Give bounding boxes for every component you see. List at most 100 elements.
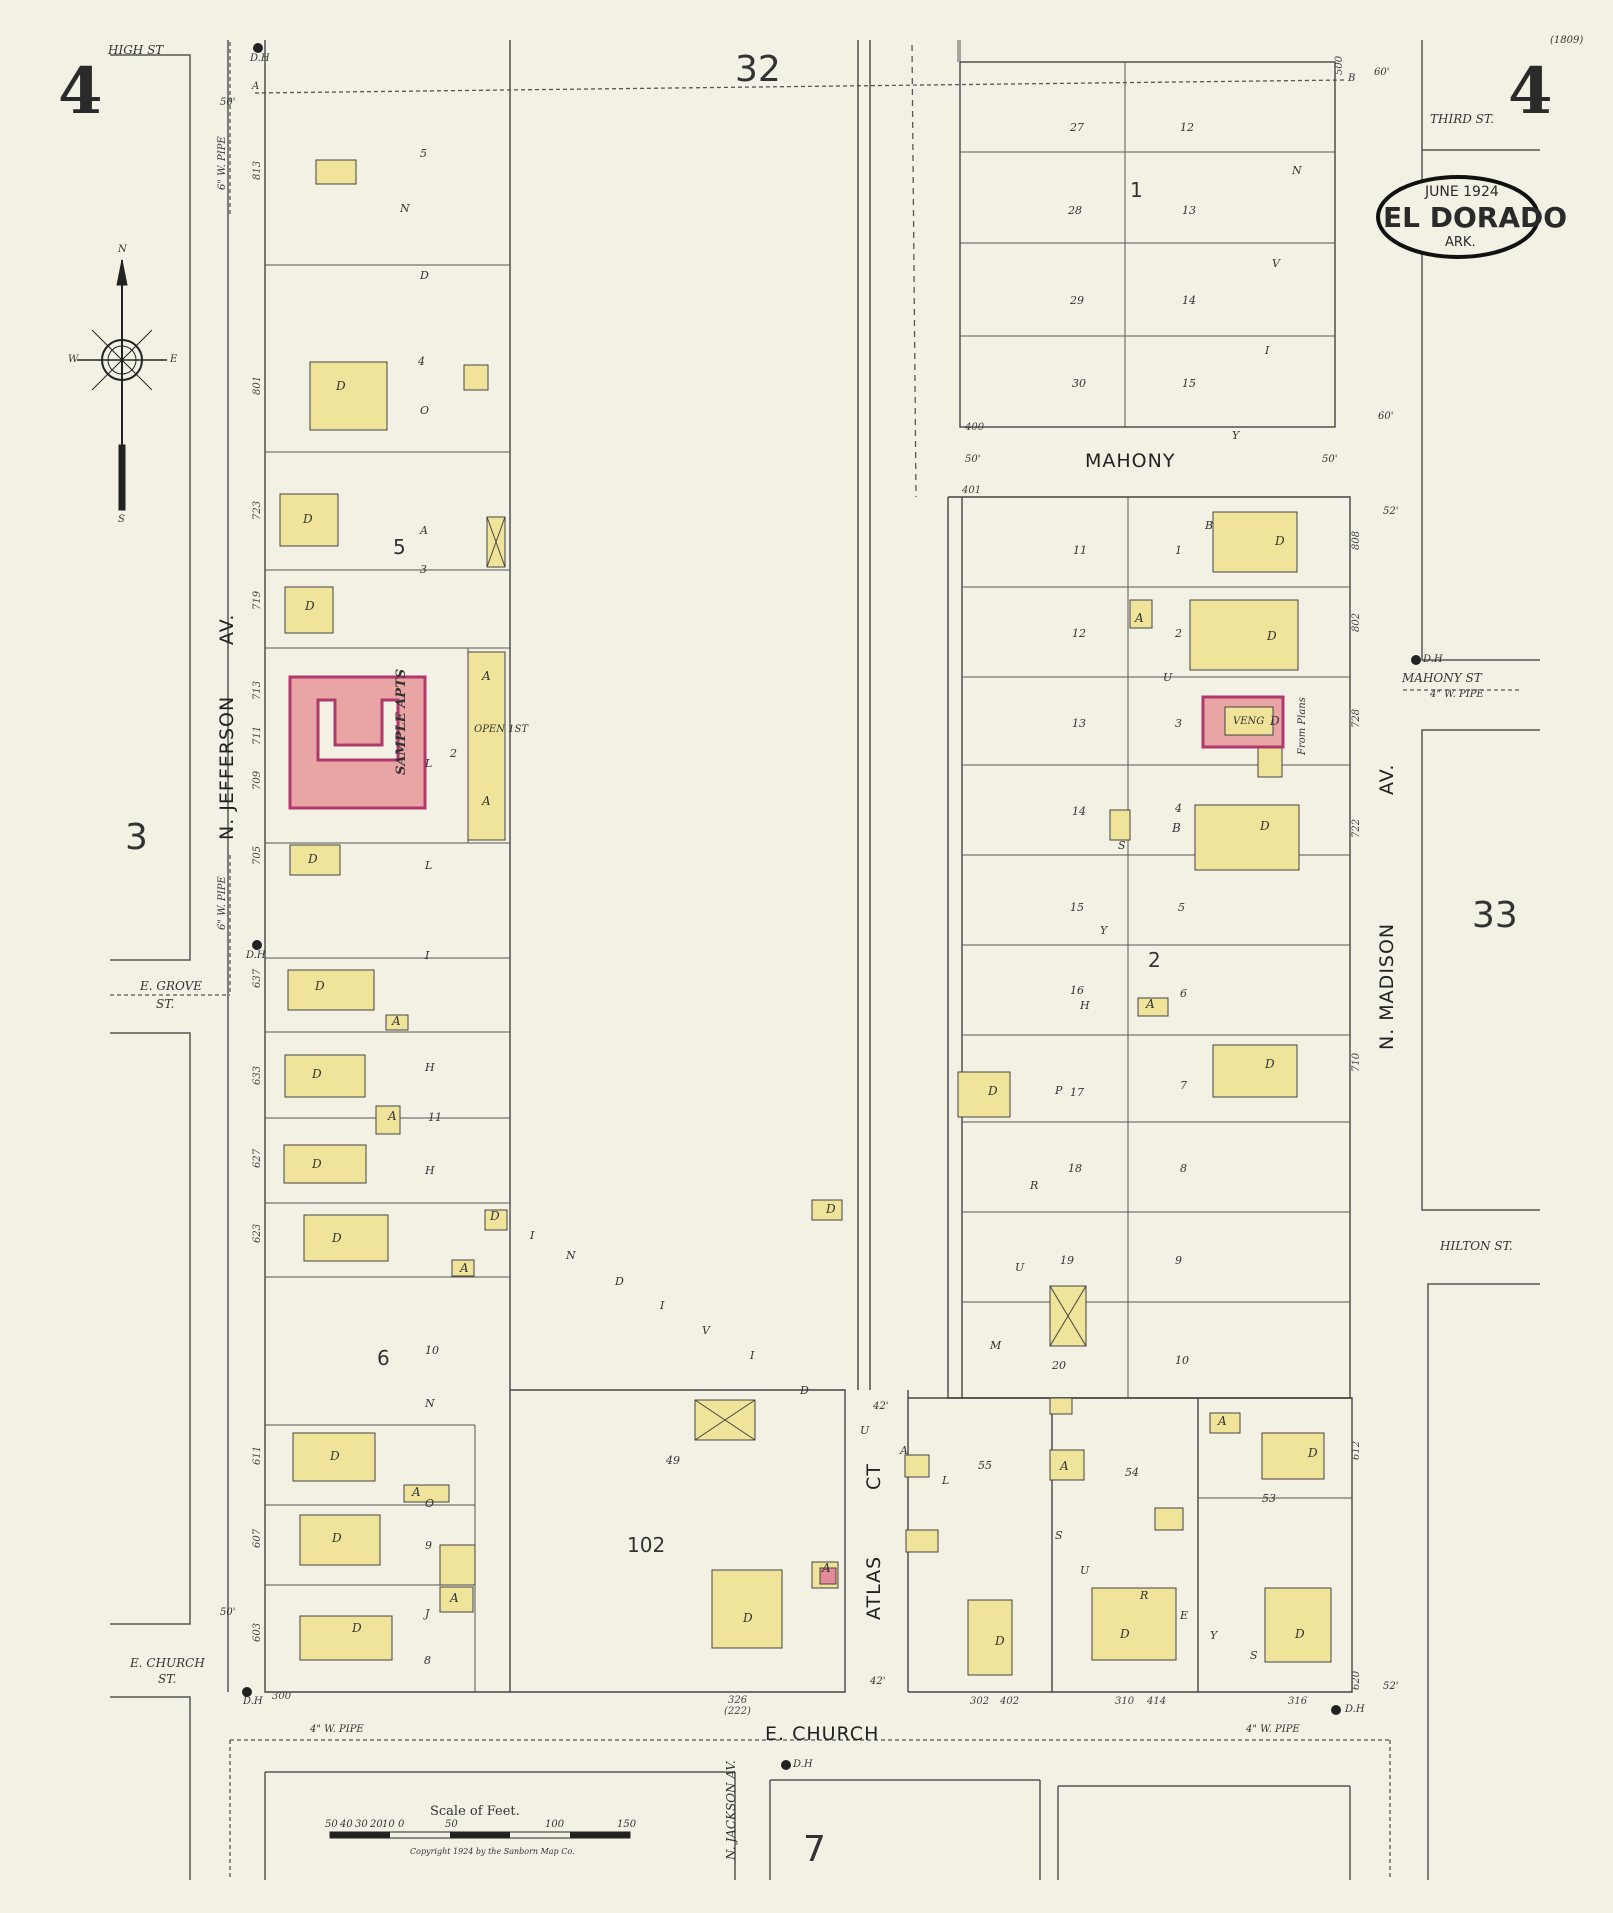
dwelling-label: D (1275, 534, 1285, 548)
pipe-6-north: 6" W. PIPE (217, 136, 228, 190)
subdivision-letter: Y (1232, 429, 1240, 442)
address-number: 300 (272, 1691, 292, 1702)
lot-number: 29 (1070, 294, 1084, 307)
lot-number: 11 (1073, 544, 1087, 557)
block-32: 32 (735, 49, 781, 90)
address-number: 316 (1288, 1696, 1308, 1707)
cartouche-date: JUNE 1924 (1425, 184, 1499, 200)
subdivision-letter: H (1080, 999, 1090, 1012)
scale-tick: 50 (445, 1819, 458, 1830)
subdivision-letter: D (800, 1384, 809, 1397)
property-line (911, 44, 917, 498)
block-7: 7 (803, 1829, 826, 1870)
hydrant-label: D.H (793, 1759, 813, 1770)
hydrant-label: D.H (1423, 654, 1443, 665)
street-lines (110, 40, 1540, 1880)
subdivision-letter: N (400, 202, 410, 215)
address-number: (222) (724, 1706, 751, 1717)
lot-number: 10 (425, 1344, 439, 1357)
subdivision-letter: Y (1100, 924, 1108, 937)
hydrant-dots (242, 43, 1421, 1770)
subdivision-letter: H (425, 1061, 435, 1074)
street-church-west-st: ST. (158, 1672, 177, 1686)
subdivision-letter: U (1080, 1564, 1090, 1577)
lot-number: 5 (420, 147, 427, 160)
address-number: 705 (252, 845, 263, 865)
address-number: 719 (252, 590, 263, 610)
address-number: 620 (1351, 1670, 1362, 1690)
subdivision-letter: V (702, 1324, 710, 1337)
lot-number: 4 (418, 355, 425, 368)
address-number: 813 (252, 160, 263, 180)
scale-tick: 100 (545, 1819, 565, 1830)
basement-label: B (1172, 821, 1181, 835)
subdivision-letter: U (860, 1424, 870, 1437)
dwelling-label: D (312, 1067, 322, 1081)
lot-number: 2 (450, 747, 457, 760)
pipe-4-west: 4" W. PIPE (310, 1724, 364, 1735)
dwelling-label: D (1260, 819, 1270, 833)
lot-number: 11 (428, 1111, 442, 1124)
address-number: 808 (1351, 530, 1362, 550)
address-number: 801 (252, 375, 263, 395)
pipe-4-east: 4" W. PIPE (1246, 1724, 1300, 1735)
lot-number: 55 (978, 1459, 992, 1472)
address-number: 623 (252, 1223, 263, 1243)
address-number: 633 (252, 1065, 263, 1085)
subdivision-letter: P (1055, 1084, 1063, 1097)
address-number: 400 (965, 422, 985, 433)
subdivision-letter: L (425, 757, 433, 770)
copyright-note: Copyright 1924 by the Sanborn Map Co. (410, 1847, 575, 1856)
subdivision-letter: R (1030, 1179, 1039, 1192)
subdivision-letter: I (660, 1299, 665, 1312)
lot-number: 14 (1072, 805, 1086, 818)
scale-tick: 10 (382, 1819, 395, 1830)
dim-label: 50' (220, 1607, 236, 1618)
lot-number: 19 (1060, 1254, 1074, 1267)
street-jefferson: N. JEFFERSON (216, 695, 238, 840)
auto-label: A (450, 1591, 459, 1605)
block-33: 33 (1472, 895, 1518, 936)
subdivision-letter: N (566, 1249, 576, 1262)
line-label-a: A (252, 81, 260, 92)
subdivision-letter: A (900, 1444, 908, 1457)
pipe-4-mahony: 4" W. PIPE (1430, 689, 1484, 700)
dim-label: 52' (1383, 506, 1399, 517)
lot-number: 53 (1262, 1492, 1276, 1505)
scale-tick: 150 (617, 1819, 637, 1830)
sheet-number-right: 4 (1508, 54, 1553, 129)
address-number: 709 (252, 770, 263, 790)
subdivision-letter: N (1292, 164, 1302, 177)
dwelling-label: D (305, 599, 315, 613)
scale-title: Scale of Feet. (430, 1804, 520, 1819)
hydrant-label: D.H (1345, 1704, 1365, 1715)
subdivision-letter: Y (1210, 1629, 1218, 1642)
dim-label: 42' (873, 1401, 889, 1412)
compass-rose (77, 259, 167, 511)
street-grove: E. GROVE (140, 979, 203, 993)
lot-number: 18 (1068, 1162, 1082, 1175)
address-number: 728 (1351, 708, 1362, 728)
lot-number: 27 (1070, 121, 1084, 134)
street-atlas: ATLAS (863, 1555, 885, 1620)
dwelling-label: D (995, 1634, 1005, 1648)
lot-number: 28 (1068, 204, 1082, 217)
hydrant-label: D.H (243, 1696, 263, 1707)
dwelling-label: D (988, 1084, 998, 1098)
subdivision-letter: I (530, 1229, 535, 1242)
subdivision-letter: E (1180, 1609, 1189, 1622)
lot-number: 1 (1175, 544, 1182, 557)
subdivision-letter: U (1015, 1261, 1025, 1274)
lot-number: 15 (1182, 377, 1196, 390)
sample-apts-building (288, 675, 1285, 1585)
address-number: 627 (252, 1148, 263, 1168)
subdivision-letter: D (420, 269, 429, 282)
dwelling-label: D (303, 512, 313, 526)
compass-n: N (118, 244, 127, 255)
street-atlas-ct: CT (863, 1463, 885, 1490)
scale-tick: 0 (398, 1819, 405, 1830)
subdivision-letter: I (425, 949, 430, 962)
address-number: 637 (252, 968, 263, 988)
water-pipes (110, 42, 1520, 1880)
address-number: 607 (252, 1528, 263, 1548)
